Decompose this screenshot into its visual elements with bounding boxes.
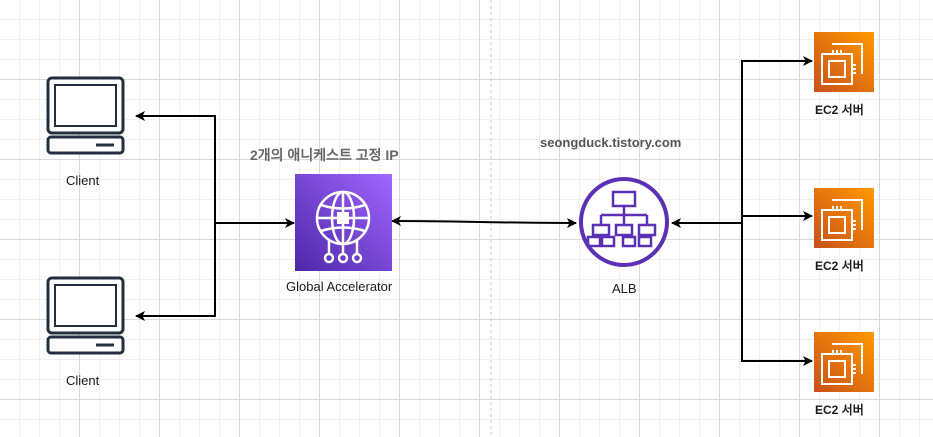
watermark: seongduck.tistory.com <box>540 135 682 150</box>
alb-label: ALB <box>612 281 637 296</box>
connector-accelerator-alb <box>391 216 577 228</box>
client-computer-icon <box>46 76 125 155</box>
connector-ec2-1 <box>741 56 813 223</box>
ec2-instance-icon <box>814 332 874 392</box>
ec2-instance-icon <box>814 188 874 248</box>
client-computer-icon <box>46 276 125 355</box>
connector-ec2-3 <box>741 223 813 366</box>
connector-client-2 <box>135 223 216 321</box>
accelerator-label: Global Accelerator <box>286 279 393 294</box>
ec2-connectors <box>671 56 813 366</box>
ec2-instance-icon <box>814 32 874 92</box>
ec2-label: EC2 서버 <box>815 103 864 117</box>
ec2-label: EC2 서버 <box>815 403 864 417</box>
client-label: Client <box>66 373 100 388</box>
ec2-label: EC2 서버 <box>815 259 864 273</box>
client-label: Client <box>66 173 100 188</box>
connector-client-1 <box>135 111 216 223</box>
client-connectors <box>135 111 295 321</box>
application-load-balancer-icon <box>579 177 669 267</box>
global-accelerator-icon <box>295 174 392 271</box>
accelerator-title: 2개의 애니케스트 고정 IP <box>250 147 399 163</box>
